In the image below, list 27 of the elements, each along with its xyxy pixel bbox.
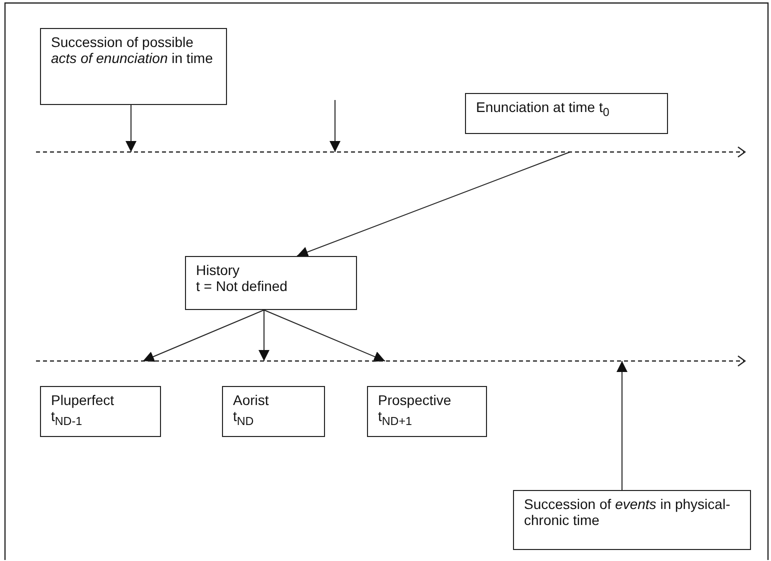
dashed-timeline [36,146,746,158]
arrow [142,310,264,362]
box-label: Aorist [233,392,270,408]
arrow [616,360,628,490]
box-label: Succession of events in physical-chronic time [524,496,732,528]
box-subtext: t$_{ND-1}$ [51,408,84,430]
text-box [513,490,751,550]
text-box [465,93,668,134]
arrow [330,100,340,152]
dashed-timeline [36,355,746,367]
box-subtext: t$_{ND+1}$ [378,408,414,430]
arrow [296,152,570,258]
text-box [367,386,487,437]
box-label: Prospective [378,392,452,408]
arrow [258,310,270,362]
text-box [185,256,357,310]
box-subtext: t$_{ND}$ [233,408,255,430]
text-box [222,386,325,437]
box-subtext: t = Not defined [196,278,288,294]
box-label: Enunciation at time t$_{0}$ [476,99,610,121]
box-label: Succession of possible acts of enunciation in time [51,34,214,66]
arrow [264,310,386,362]
box-label: Pluperfect [51,392,116,408]
arrow [126,104,136,152]
text-box [40,386,161,437]
box-label: History [196,262,241,278]
text-box [40,28,227,105]
